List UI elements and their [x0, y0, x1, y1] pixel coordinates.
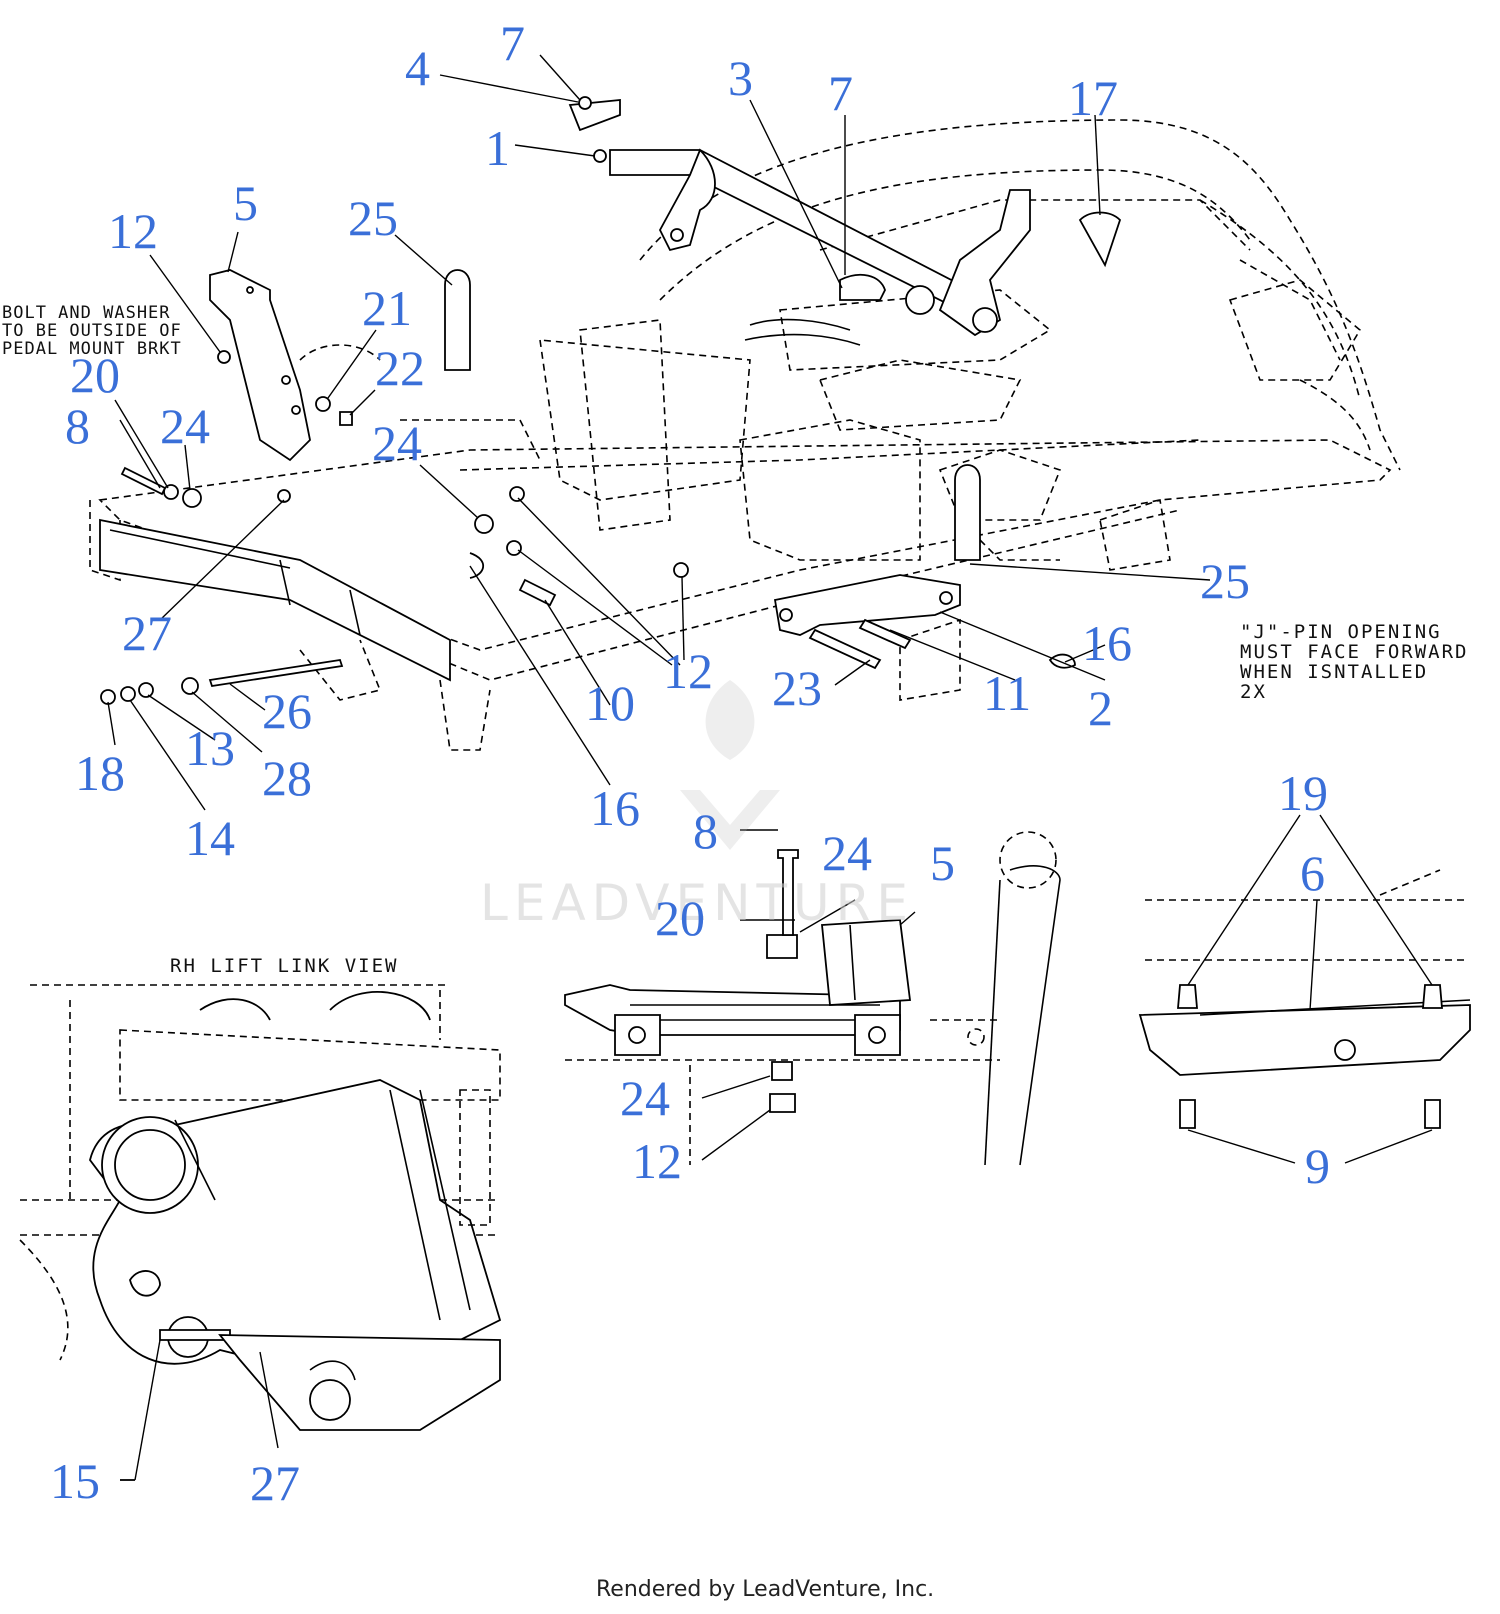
callout-22: 22: [375, 340, 425, 396]
callout-27: 27: [250, 1455, 300, 1511]
callout-3: 3: [728, 50, 753, 106]
callout-8: 8: [693, 803, 718, 859]
note-bolt-washer-1: BOLT AND WASHER: [2, 303, 171, 323]
callout-13: 13: [185, 720, 235, 776]
note-bolt-washer-2: TO BE OUTSIDE OF: [2, 321, 182, 341]
callout-26: 26: [262, 683, 312, 739]
rh-lift-link-detail: [19, 984, 502, 1481]
callout-25: 25: [1200, 553, 1250, 609]
callout-17: 17: [1068, 70, 1118, 126]
callout-10: 10: [585, 675, 635, 731]
deck-bar-detail: [1138, 814, 1471, 1164]
note-j-pin-4: 2X: [1240, 681, 1267, 703]
callout-12: 12: [108, 203, 158, 259]
note-bolt-washer-3: PEDAL MOUNT BRKT: [2, 339, 182, 359]
callout-11: 11: [983, 665, 1031, 721]
callout-24: 24: [160, 398, 210, 454]
pedal-bracket-detail: [564, 829, 1061, 1166]
callout-20: 20: [70, 347, 120, 403]
lift-link: [773, 574, 961, 636]
callout-21: 21: [362, 280, 412, 336]
callout-4: 4: [405, 40, 430, 96]
note-j-pin-3: WHEN ISNTALLED: [1240, 661, 1428, 683]
callout-18: 18: [75, 745, 125, 801]
lift-shaft-assembly: [609, 148, 1031, 346]
callout-5: 5: [233, 175, 258, 231]
callout-12: 12: [632, 1133, 682, 1189]
watermark-logo: [680, 680, 780, 850]
callout-5: 5: [930, 835, 955, 891]
callout-2: 2: [1088, 680, 1113, 736]
note-j-pin-1: "J"-PIN OPENING: [1240, 621, 1442, 643]
callout-7: 7: [828, 65, 853, 121]
rh-lift-link-view-label: RH LIFT LINK VIEW: [170, 955, 398, 977]
callout-28: 28: [262, 750, 312, 806]
callout-24: 24: [620, 1070, 670, 1126]
callout-14: 14: [185, 810, 235, 866]
callout-23: 23: [772, 660, 822, 716]
callout-12: 12: [663, 643, 713, 699]
callout-labels: 7 4 3 7 17 1 12 5 25 21 22 20 8 24 24 27…: [50, 15, 1330, 1511]
footer-credit: Rendered by LeadVenture, Inc.: [596, 1577, 934, 1602]
callout-25: 25: [348, 190, 398, 246]
callout-27: 27: [122, 605, 172, 661]
callout-16: 16: [590, 780, 640, 836]
callout-16: 16: [1082, 615, 1132, 671]
callout-8: 8: [65, 398, 90, 454]
callout-6: 6: [1300, 845, 1325, 901]
callout-24: 24: [372, 415, 422, 471]
callout-9: 9: [1305, 1138, 1330, 1194]
callout-7: 7: [500, 15, 525, 71]
callout-15: 15: [50, 1453, 100, 1509]
callout-24: 24: [822, 825, 872, 881]
pedal-mount-bracket: [209, 269, 311, 462]
callout-20: 20: [655, 890, 705, 946]
hardware-parts: [100, 96, 1122, 705]
leader-lines-main: [107, 54, 1211, 811]
deck-side-bar: [99, 518, 451, 682]
watermark-text: LEADVENTURE: [480, 874, 914, 932]
callout-1: 1: [485, 120, 510, 176]
note-j-pin-2: MUST FACE FORWARD: [1240, 641, 1468, 663]
callout-19: 19: [1278, 765, 1328, 821]
